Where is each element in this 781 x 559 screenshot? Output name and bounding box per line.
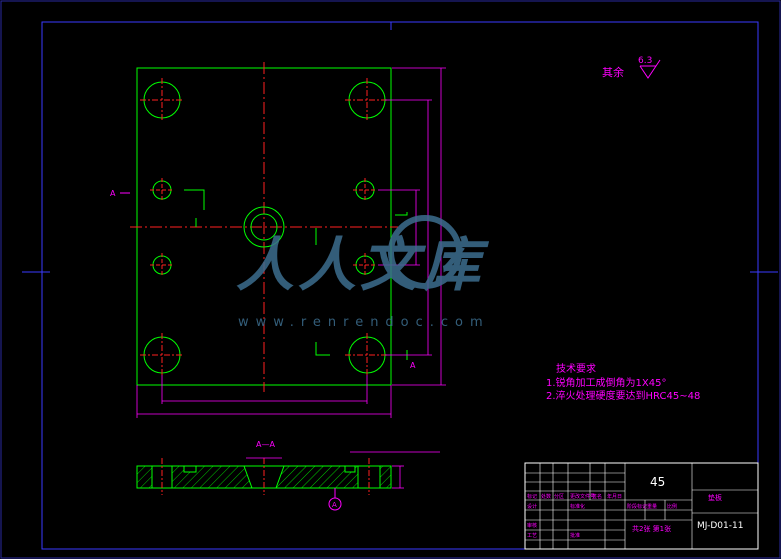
drawing-border	[41, 21, 759, 550]
side-hole-r2	[353, 253, 377, 277]
surface-finish-value: 6.3	[638, 56, 652, 66]
svg-text:审核: 审核	[527, 522, 537, 529]
tech-req-item-1: 1.锐角加工成倒角为1X45°	[546, 376, 666, 389]
watermark: 人人文库 www.renrendoc.com	[236, 215, 490, 330]
side-hole-l1	[150, 178, 174, 202]
side-hole-l2	[150, 253, 174, 277]
watermark-text: 人人文库	[236, 231, 490, 299]
center-hole	[243, 206, 285, 248]
surface-finish: 其余 6.3	[602, 56, 661, 79]
svg-text:标记: 标记	[527, 493, 537, 500]
section-cut-lines	[184, 189, 408, 360]
title-block: 45 垫板 MJ-D01-11 共2张 第1张 标记 处数 分区 更改文件号 签…	[524, 462, 759, 550]
svg-text:阶段标记: 阶段标记	[627, 503, 647, 510]
svg-text:比例: 比例	[667, 503, 677, 510]
svg-text:处数: 处数	[541, 493, 551, 500]
section-title: A—A	[256, 440, 275, 449]
title-block-material: 45	[650, 475, 665, 489]
section-label-left: A	[110, 189, 116, 198]
watermark-url: www.renrendoc.com	[238, 315, 490, 330]
corner-hole-bl	[140, 333, 184, 377]
tech-req-item-2: 2.淬火处理硬度要达到HRC45~48	[546, 389, 700, 402]
side-hole-r1	[353, 178, 377, 202]
watermark-logo-icon	[388, 215, 462, 289]
title-block-drawing-number: MJ-D01-11	[697, 521, 743, 531]
plan-view: A A	[110, 62, 446, 418]
dimensions	[136, 67, 446, 418]
svg-text:更改文件号: 更改文件号	[570, 493, 595, 500]
corner-hole-br	[345, 333, 389, 377]
svg-text:分区: 分区	[554, 493, 564, 500]
corner-hole-tr	[345, 78, 389, 122]
svg-text:标准化: 标准化	[570, 503, 585, 510]
tech-req-heading: 技术要求	[556, 362, 596, 375]
title-block-part-name: 垫板	[708, 493, 722, 502]
section-circle-label: A	[332, 501, 337, 509]
section-label-right: A	[410, 361, 416, 370]
surface-finish-prefix: 其余	[602, 65, 624, 79]
corner-hole-tl	[140, 78, 184, 122]
svg-text:工艺: 工艺	[527, 533, 537, 539]
svg-text:签名: 签名	[592, 493, 602, 500]
svg-text:重量: 重量	[647, 503, 657, 510]
svg-text:设计: 设计	[527, 503, 537, 510]
title-block-labels: 标记 处数 分区 更改文件号 签名 年月日 设计 标准化 阶段标记 重量 比例 …	[527, 493, 677, 539]
title-block-sheet-info: 共2张 第1张	[632, 524, 671, 533]
svg-text:年月日: 年月日	[607, 493, 622, 500]
technical-requirements: 技术要求 1.锐角加工成倒角为1X45° 2.淬火处理硬度要达到HRC45~48	[546, 362, 700, 402]
svg-text:批准: 批准	[570, 532, 580, 539]
section-view: A—A A	[136, 440, 440, 511]
